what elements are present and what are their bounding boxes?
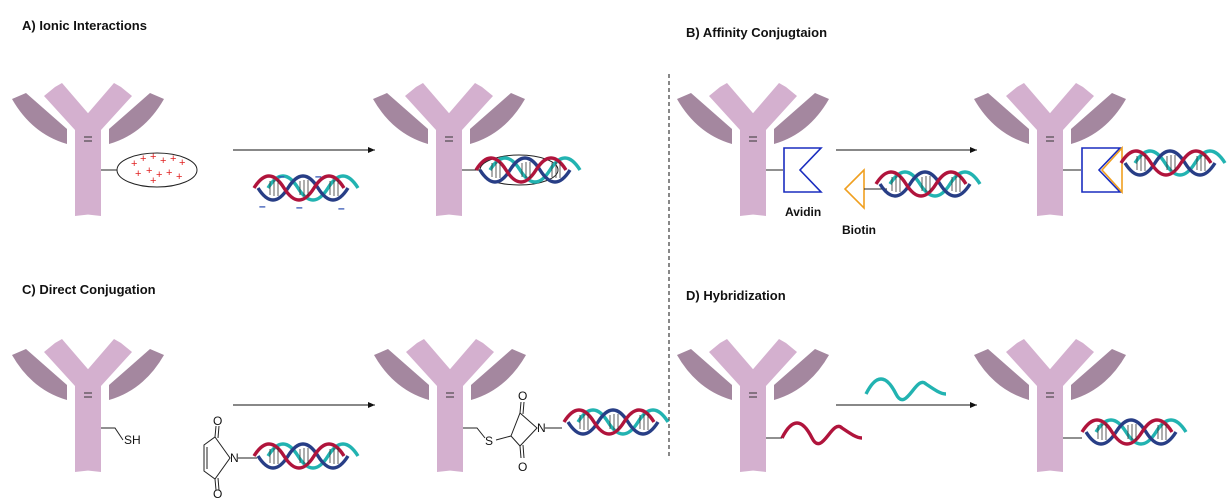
antibody-a-left xyxy=(11,82,165,217)
antibody-a-right xyxy=(372,82,526,217)
svg-text:–: – xyxy=(296,200,303,214)
succinimide-oxygen-bottom: O xyxy=(518,460,527,474)
panel-b-title: B) Affinity Conjugtaion xyxy=(686,25,827,40)
svg-text:+: + xyxy=(150,151,156,163)
biotin-label: Biotin xyxy=(842,223,876,237)
svg-text:+: + xyxy=(131,158,137,170)
panel-d-title: D) Hybridization xyxy=(686,288,786,303)
negative-charge-icons: – – – – – xyxy=(259,169,345,215)
biotin-icon xyxy=(843,168,865,210)
dna-maleimide xyxy=(252,442,360,470)
thioether-sulfur: S xyxy=(485,434,493,448)
panel-a-title: A) Ionic Interactions xyxy=(22,18,147,33)
dna-bound-c xyxy=(562,408,670,436)
thiol-linker xyxy=(101,427,124,441)
svg-text:+: + xyxy=(170,153,176,165)
svg-text:+: + xyxy=(179,157,185,169)
maleimide-nitrogen: N xyxy=(230,451,239,465)
svg-text:+: + xyxy=(140,153,146,165)
dna-free-a xyxy=(252,174,360,202)
succinimide-ring xyxy=(495,401,562,459)
avidin-icon xyxy=(783,147,823,193)
succinimide-nitrogen: N xyxy=(537,421,546,435)
dna-biotinylated xyxy=(874,170,982,198)
dna-hybridized xyxy=(1080,418,1188,446)
anchor-oligo-strand xyxy=(780,421,863,446)
svg-text:–: – xyxy=(338,201,345,215)
antibody-c-left xyxy=(11,338,165,473)
svg-text:+: + xyxy=(146,165,152,177)
maleimide-oxygen-top: O xyxy=(213,414,222,428)
svg-text:+: + xyxy=(135,168,141,180)
svg-text:–: – xyxy=(278,169,285,183)
complementary-oligo-strand xyxy=(864,377,947,402)
antibody-d-right xyxy=(973,338,1127,473)
svg-text:+: + xyxy=(150,175,156,187)
positive-charge-patch xyxy=(116,152,198,188)
avidin-complex-icon xyxy=(1081,147,1122,193)
panel-c-title: C) Direct Conjugation xyxy=(22,282,156,297)
avidin-label: Avidin xyxy=(785,205,821,219)
dna-bound-b xyxy=(1119,149,1227,177)
svg-text:–: – xyxy=(315,169,322,183)
thiol-label: SH xyxy=(124,433,141,447)
svg-text:+: + xyxy=(160,155,166,167)
maleimide-oxygen-bottom: O xyxy=(213,487,222,498)
antibody-d-left xyxy=(676,338,830,473)
svg-text:+: + xyxy=(156,169,162,181)
maleimide-ring xyxy=(203,425,257,491)
thioether-linker xyxy=(463,427,486,439)
svg-text:+: + xyxy=(166,167,172,179)
antibody-c-right xyxy=(373,338,527,473)
svg-text:+: + xyxy=(176,171,182,183)
succinimide-oxygen-top: O xyxy=(518,389,527,403)
positive-charge-icons: +++ +++ +++ +++ xyxy=(131,151,185,187)
svg-text:–: – xyxy=(259,199,266,213)
biotin-complex-icon xyxy=(1100,145,1123,195)
